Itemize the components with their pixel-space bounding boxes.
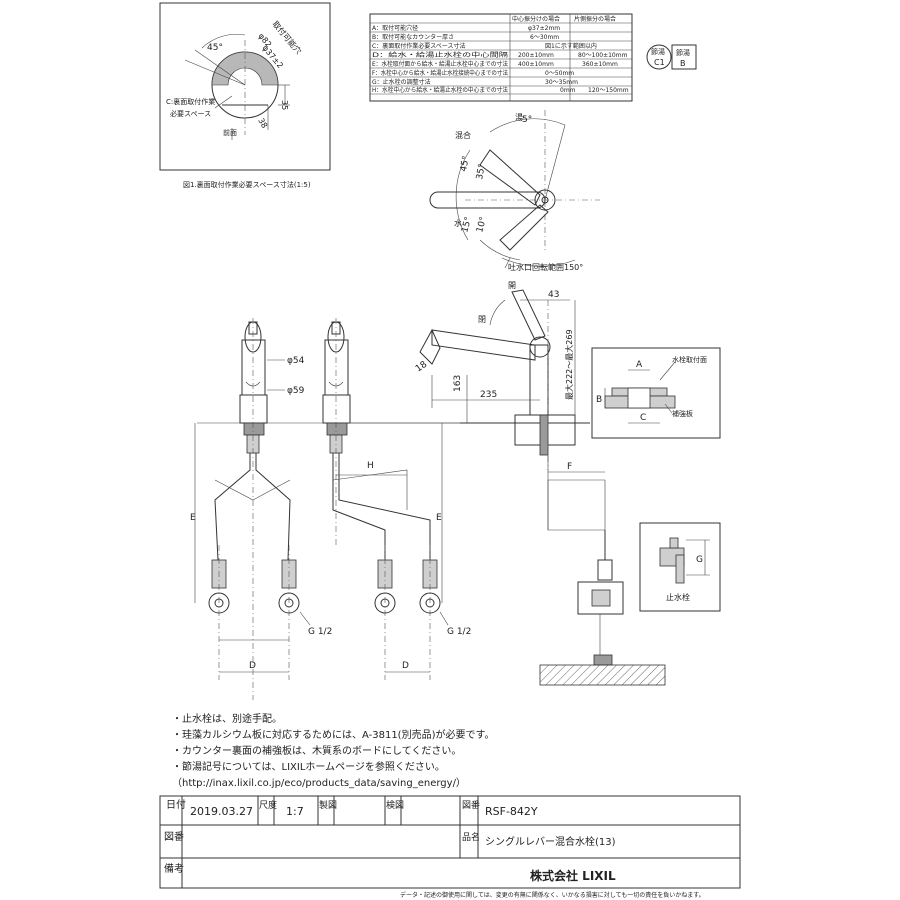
- space-label-1: C:裏面取付作業: [166, 97, 215, 106]
- table-header-side: 片側振分の場合: [574, 15, 616, 23]
- detail-caption: 図1.裏面取付作業必要スペース寸法(1:5): [183, 180, 311, 189]
- table-header-center: 中心振分けの場合: [512, 15, 560, 23]
- drawing-no-value: RSF-842Y: [485, 805, 538, 818]
- date-label: 日付: [166, 798, 186, 811]
- spec-table: 中心振分けの場合 片側振分の場合 A：取付可能穴径 φ37±2mm B：取付可能…: [369, 13, 633, 102]
- label-c: C: [640, 413, 646, 423]
- table-row-h-val2: 120～150mm: [588, 87, 629, 94]
- saving-badge-b: 節湯 B: [671, 44, 697, 70]
- top-view: 湯 5° 混合 45° 35° 15° 10° 水 吐水口回転範囲150°: [429, 110, 600, 272]
- table-row-c-val: 図1に示す範囲以内: [545, 42, 597, 50]
- table-row-h-label: H：水栓中心から給水・給湯止水栓の中心までの寸法: [372, 86, 508, 94]
- phi59-label: φ59: [287, 386, 305, 396]
- table-row-e-val1: 400±10mm: [518, 61, 554, 68]
- reinforcement-label: 補強板: [672, 409, 693, 418]
- table-row-c-label: C：裏面取付作業必要スペース寸法: [372, 42, 465, 50]
- product-name: シングルレバー混合水栓(13): [485, 835, 616, 848]
- table-row-g-label: G：止水栓の調整寸法: [372, 78, 431, 86]
- date-value: 2019.03.27: [190, 805, 253, 818]
- angle-45-label: 45°: [207, 43, 223, 53]
- badge-b-top: 節湯: [676, 48, 690, 57]
- front-view-center: φ54 φ59 E D G 1/2: [190, 318, 332, 700]
- table-row-e-val2: 360±10mm: [582, 61, 618, 68]
- dim-38-label: 38: [256, 117, 269, 130]
- company-name: 株式会社 LIXIL: [530, 868, 616, 883]
- table-row-b-label: B：取付可能なカウンター厚さ: [372, 33, 454, 41]
- label-f: F: [567, 462, 572, 472]
- hot-label: 湯: [515, 112, 523, 122]
- angle-5-label: 5°: [522, 115, 532, 125]
- label-d-2: D: [402, 661, 409, 671]
- title-block: 日付 2019.03.27 尺度 1:7 製図 検図 図番 RSF-842Y 図…: [159, 795, 741, 899]
- table-row-h-val1: 0mm: [560, 87, 576, 94]
- footnote: データ・記述の御使用に関しては、変更の有無に関係なく、いかなる損害に対しても一切…: [400, 891, 705, 899]
- detail-frame: [159, 2, 331, 171]
- detail-figure: 45° φ82 取付可能穴 φ37±2 35 38 C:裏面取付作業 必要スペー…: [159, 2, 331, 189]
- angle-35-top: 35°: [475, 163, 488, 180]
- dim-height-label: 最大222～最大269: [564, 329, 574, 400]
- note-5: （http://inax.lixil.co.jp/eco/products_da…: [172, 777, 466, 789]
- close-label: 閉: [478, 315, 486, 324]
- scale-label: 尺度: [259, 799, 277, 811]
- angle-15-top: 15°: [460, 216, 474, 234]
- table-row-a-val: φ37±2mm: [528, 25, 560, 32]
- table-row-f-label: F：水栓中心から給水・給湯止水栓接続中心までの寸法: [372, 69, 508, 77]
- drawing-label: 図番: [164, 831, 184, 843]
- front-label: 前面: [223, 128, 237, 137]
- open-label: 開: [508, 281, 516, 290]
- note-1: ・止水栓は、別途手配。: [172, 712, 282, 725]
- mount-detail-frame: [591, 347, 721, 439]
- table-row-d-val2: 80～100±10mm: [578, 52, 628, 59]
- space-label-2: 必要スペース: [170, 109, 211, 118]
- angle-45-top: 45°: [459, 155, 472, 172]
- dim-235-label: 235: [480, 390, 497, 400]
- drawing-no-label: 図番: [462, 799, 480, 811]
- drawn-label: 製図: [319, 799, 337, 811]
- rotation-label: 吐水口回転範囲150°: [508, 262, 583, 272]
- side-view: 43 開 閉 18 163 235 最大222～最大269 A B C 水栓取付…: [197, 281, 721, 686]
- notes: ・止水栓は、別途手配。 ・珪藻カルシウム板に対応するためには、A-3811(別売…: [172, 712, 494, 789]
- dim-35-label: 35: [280, 100, 289, 110]
- stop-valve-label: 止水栓: [666, 592, 690, 602]
- mix-label: 混合: [455, 130, 471, 140]
- mount-surface-label: 水栓取付面: [672, 355, 707, 364]
- table-row-g-val: 30～35mm: [545, 79, 578, 86]
- note-2: ・珪藻カルシウム板に対応するためには、A-3811(別売品)が必要です。: [172, 728, 494, 741]
- label-e-1: E: [190, 513, 196, 523]
- badge-c1-top: 節湯: [651, 47, 665, 56]
- remarks-label: 備考: [164, 862, 184, 875]
- label-h: H: [367, 461, 374, 471]
- dim-43-label: 43: [548, 290, 559, 300]
- dim-163-label: 163: [453, 375, 463, 392]
- phi54-label: φ54: [287, 356, 305, 366]
- table-row-b-val: 6～30mm: [530, 34, 559, 41]
- table-row-f-val: 0～50mm: [545, 70, 574, 77]
- saving-badge-c1: 節湯 C1: [646, 44, 672, 70]
- table-row-e-label: E：水栓取付面から給水・給湯止水栓中心までの寸法: [372, 60, 508, 68]
- mount-hole-label: 取付可能穴: [270, 19, 303, 56]
- note-3: ・カウンター裏面の補強板は、木質系のボードにしてください。: [172, 744, 461, 757]
- note-4: ・節湯記号については、LIXILホームページを参照ください。: [172, 760, 445, 773]
- badge-c1-bottom: C1: [654, 58, 665, 67]
- label-e-2: E: [436, 513, 442, 523]
- angle-10-top: 10°: [475, 216, 489, 234]
- table-row-d-val1: 200±10mm: [518, 52, 554, 59]
- label-a: A: [636, 360, 643, 370]
- label-d-1: D: [249, 661, 256, 671]
- name-label: 品名: [462, 831, 480, 843]
- front-view-side: H E D G 1/2: [322, 318, 471, 680]
- dim-18-label: 18: [414, 360, 429, 375]
- label-g: G: [696, 555, 703, 565]
- badge-b-bottom: B: [680, 59, 686, 68]
- checked-label: 検図: [386, 799, 404, 811]
- cold-label: 水: [454, 218, 462, 228]
- table-row-d-label: D：給水・給湯止水栓の中心間隔: [372, 51, 508, 59]
- label-b: B: [596, 395, 602, 405]
- g12-label-1: G 1/2: [308, 627, 332, 637]
- scale-value: 1:7: [286, 805, 304, 818]
- table-row-a-label: A：取付可能穴径: [372, 24, 418, 32]
- g12-label-2: G 1/2: [447, 627, 471, 637]
